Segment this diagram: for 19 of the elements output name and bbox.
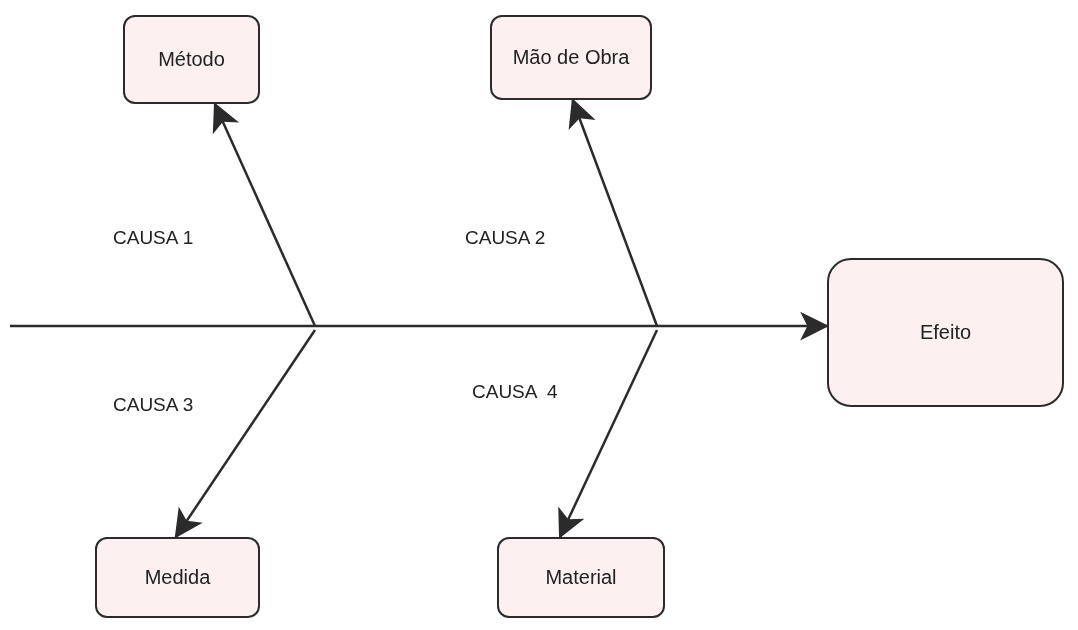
cause-box: [827, 258, 1064, 407]
arrow: [10, 311, 829, 341]
cause-box: [490, 15, 652, 100]
box-label: Material: [545, 565, 617, 590]
box-label: Mão de Obra: [512, 45, 630, 70]
cause-box: [95, 537, 260, 618]
cause-label: CAUSA 2: [465, 226, 546, 250]
cause-box: [497, 537, 665, 618]
box-label: Método: [158, 47, 225, 72]
box-label: Efeito: [919, 320, 972, 345]
cause-label: CAUSA 4: [472, 380, 558, 404]
arrow: [212, 102, 317, 327]
arrow: [174, 329, 317, 539]
cause-box: [123, 15, 260, 104]
arrow: [568, 98, 659, 327]
cause-label: CAUSA 3: [113, 393, 194, 417]
arrow: [558, 329, 659, 539]
cause-label: CAUSA 1: [113, 226, 194, 250]
box-label: Medida: [144, 565, 211, 590]
